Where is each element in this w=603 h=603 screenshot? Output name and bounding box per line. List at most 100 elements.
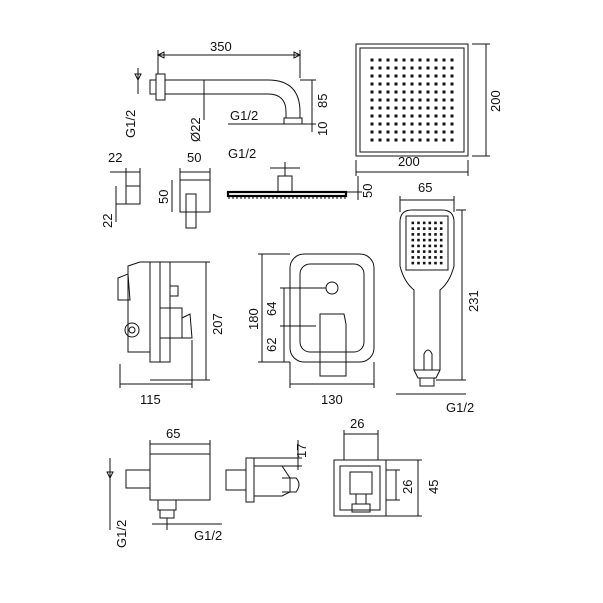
nozzle-dot [450,74,454,78]
elbow-width-label: 50 [187,150,201,165]
nozzle-dot [378,82,382,86]
head-width-label: 200 [398,154,420,169]
nozzle-dot [417,238,420,242]
nozzle-dot [434,261,437,265]
nozzle-dot [394,106,398,110]
hand-thread-label: G1/2 [446,400,474,415]
nozzle-dot [378,90,382,94]
nozzle-dot [402,74,406,78]
arm-thread-label: G1/2 [123,110,138,138]
nozzle-dot [402,114,406,118]
nozzle-grid [370,58,454,142]
outlet-thread-h-label: G1/2 [194,528,222,543]
nozzle-dot [450,122,454,126]
nozzle-dot [411,227,415,230]
nozzle-dot [417,244,420,248]
nozzle-dot [386,106,390,110]
head-height-label: 200 [488,90,503,112]
nozzle-dot [422,233,426,236]
nozzle-dot [450,58,454,62]
nozzle-dot [370,114,374,118]
nozzle-dot [450,90,454,94]
mixer-front-h3-label: 62 [264,338,279,352]
nozzle-dot [386,114,390,118]
nozzle-dot [402,90,406,94]
nozzle-dot [417,227,420,230]
nozzle-dot [394,98,398,102]
nozzle-dot [378,114,382,118]
nozzle-dot [410,74,414,78]
nozzle-dot [426,114,430,118]
nozzle-dot [378,66,382,70]
nozzle-dot [394,90,398,94]
shower-head-side-view: G1/2 50 [226,146,375,200]
nozzle-dot [386,130,390,134]
nozzle-dot [411,233,415,236]
wall-elbow-50: 50 50 [156,150,211,229]
nozzle-dot [434,122,438,126]
nozzle-dot [422,244,426,248]
nozzle-dot [370,82,374,86]
nozzle-dot [410,138,414,142]
nozzle-dot [394,82,398,86]
nozzle-dot [370,66,374,70]
nozzle-dot [426,66,430,70]
nozzle-dot [402,82,406,86]
small-width-label: 22 [108,150,122,165]
nozzle-dot [378,130,382,134]
nozzle-dot [410,66,414,70]
nozzle-dot [426,90,430,94]
nozzle-dot [417,233,420,236]
nozzle-dot [450,82,454,86]
nozzle-dot [442,130,446,134]
nozzle-dot [370,122,374,126]
nozzle-dot [428,256,432,259]
nozzle-dot [418,130,422,134]
nozzle-dot [370,106,374,110]
nozzle-dot [422,227,426,230]
nozzle-dot [439,221,443,225]
nozzle-dot [417,250,420,253]
nozzle-dot [402,130,406,134]
nozzle-dot [386,122,390,126]
nozzle-dot [426,130,430,134]
nozzle-dot [422,221,426,225]
nozzle-dot [434,238,437,242]
nozzle-dot [442,82,446,86]
nozzle-dot [439,244,443,248]
nozzle-dot [410,82,414,86]
nozzle-dot [434,244,437,248]
nozzle-dot [426,106,430,110]
nozzle-dot [410,90,414,94]
nozzle-dot [434,74,438,78]
nozzle-dot [402,106,406,110]
elbow-height-label: 50 [156,190,171,204]
arm-outlet-len-label: 10 [315,122,330,136]
holder-side-view: 17 [225,440,309,503]
nozzle-dot [411,244,415,248]
nozzle-dot [439,238,443,242]
nozzle-dot [434,114,438,118]
arm-diameter-label: Ø22 [188,117,203,142]
nozzle-dot [428,233,432,236]
nozzle-dot [450,114,454,118]
nozzle-dot [418,106,422,110]
nozzle-dot [418,114,422,118]
nozzle-dot [434,98,438,102]
nozzle-dot [386,74,390,78]
arm-outlet-thread-label: G1/2 [230,108,258,123]
nozzle-dot [439,250,443,253]
nozzle-dot [426,82,430,86]
nozzle-dot [411,250,415,253]
holder-height-label: 17 [294,444,309,458]
nozzle-dot [442,138,446,142]
nozzle-dot [394,114,398,118]
nozzle-dot [417,256,420,259]
nozzle-dot [426,138,430,142]
shower-head-top-view: 200 200 [355,43,503,176]
mixer-side-height-label: 207 [210,313,225,335]
nozzle-dot [378,138,382,142]
nozzle-dot [434,233,437,236]
nozzle-dot [410,130,414,134]
